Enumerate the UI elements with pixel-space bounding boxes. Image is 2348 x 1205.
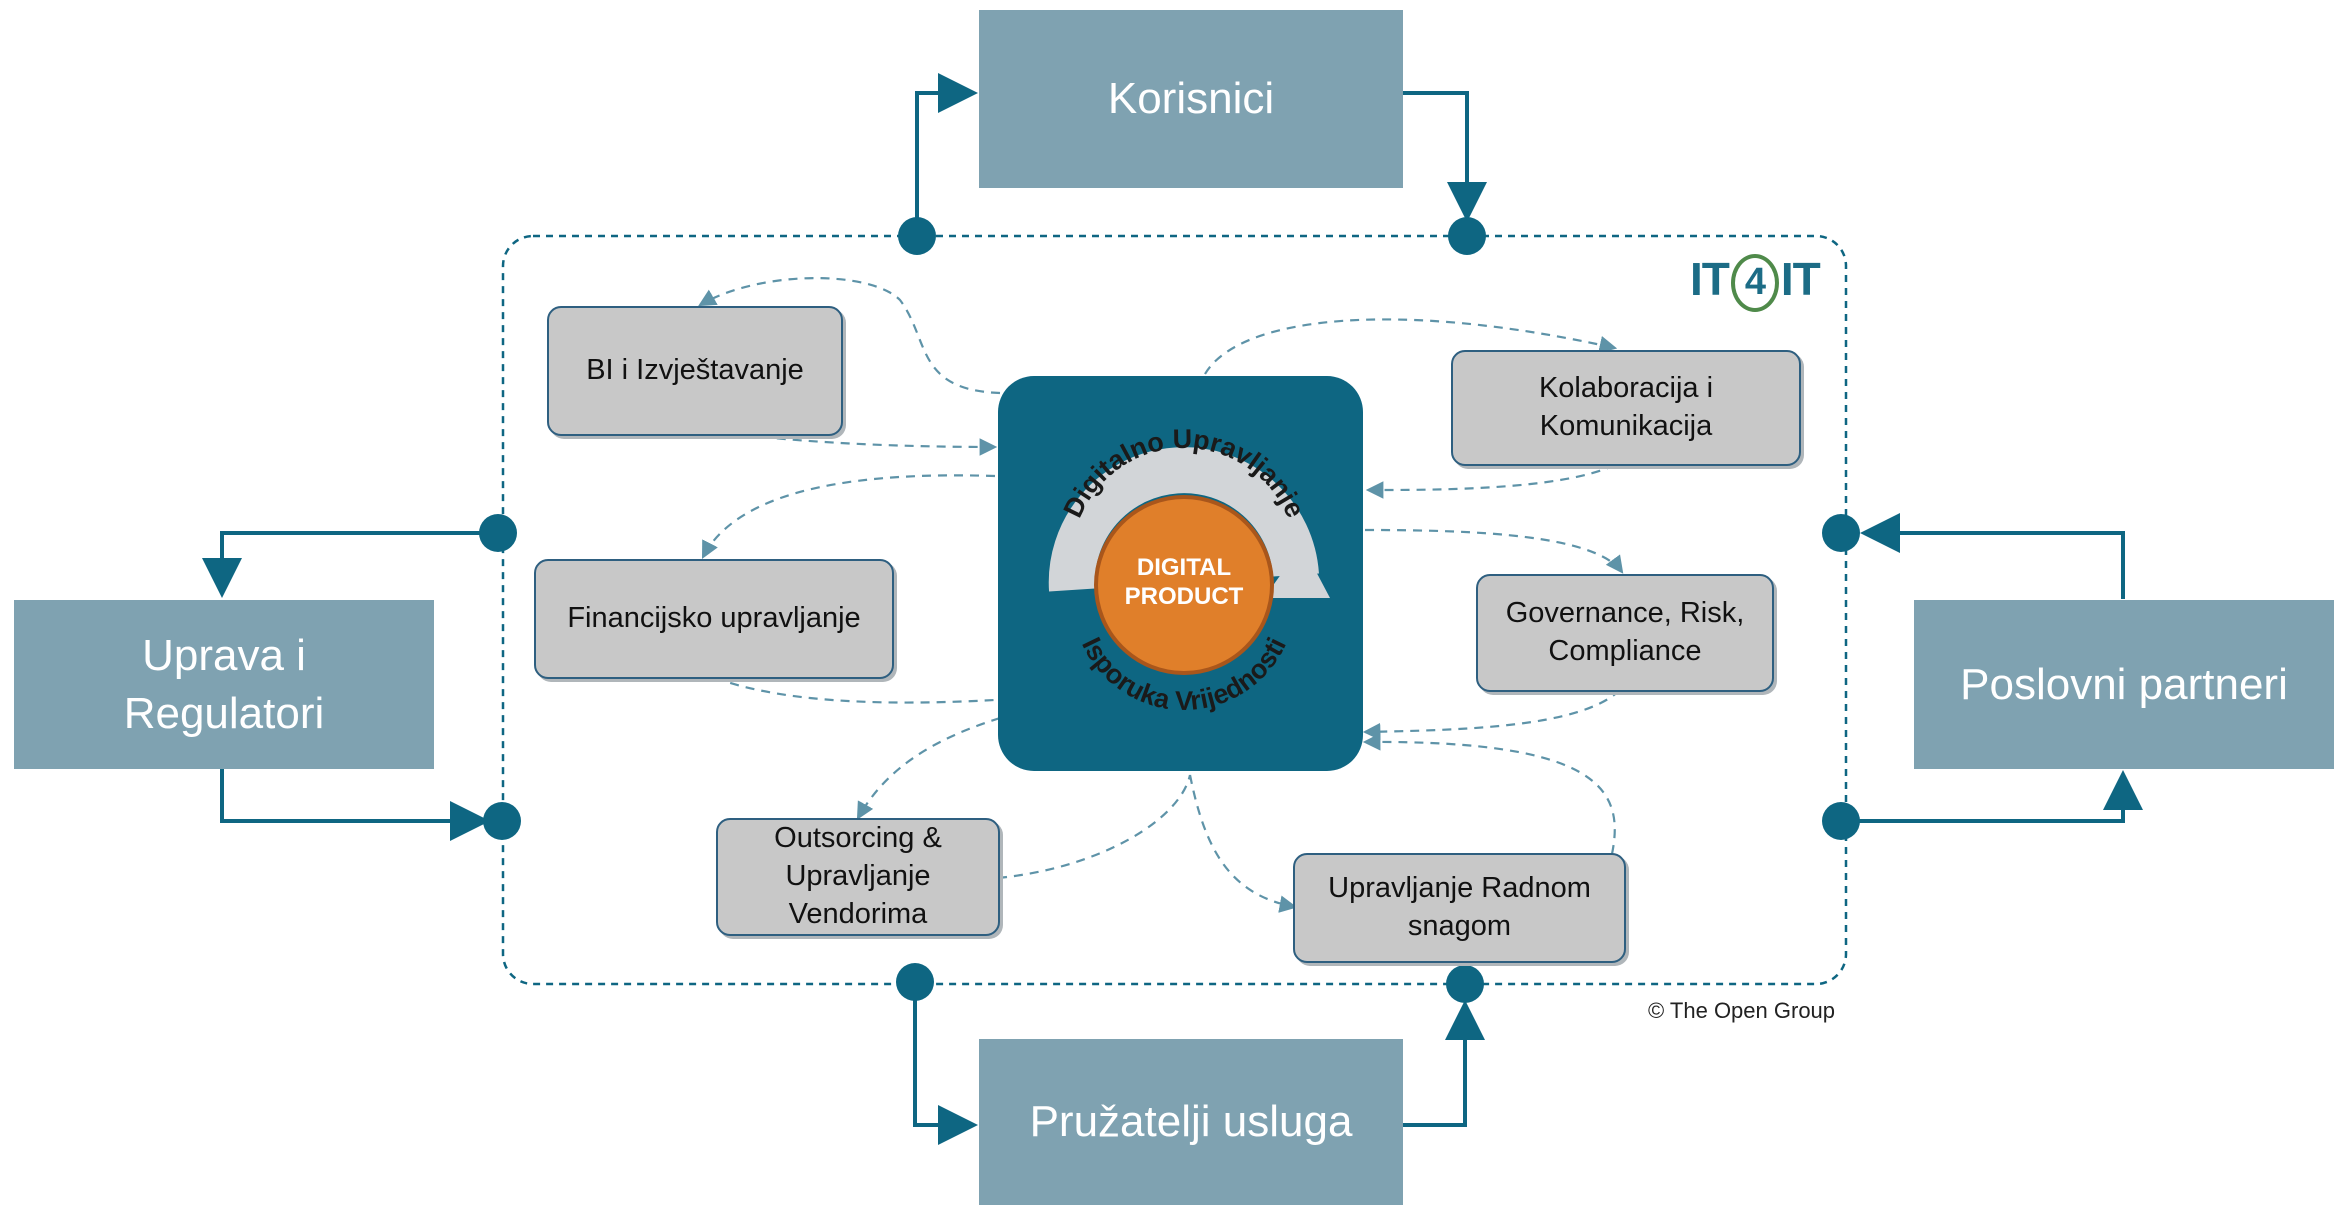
it4it-logo: IT 4 IT xyxy=(1690,252,1821,312)
connector-bottom-out xyxy=(913,984,978,1145)
function-governance-risk-compliance: Governance, Risk, Compliance xyxy=(1476,574,1774,692)
function-label: Governance, Risk, Compliance xyxy=(1505,597,1745,667)
stakeholder-label: Poslovni partneri xyxy=(1960,659,2288,709)
relation-workforce-to-core xyxy=(1362,733,1616,855)
relation-core-to-finance xyxy=(701,474,996,559)
logo-text-left: IT xyxy=(1690,253,1730,305)
relation-outsourcing-to-core xyxy=(997,774,1192,880)
port-dot xyxy=(1448,217,1486,255)
port-dot xyxy=(1822,802,1860,840)
port-dot xyxy=(896,963,934,1001)
port-dot xyxy=(483,802,521,840)
port-dot xyxy=(479,514,517,552)
connector-top-out xyxy=(915,73,978,236)
stakeholder-label: Pružatelji usluga xyxy=(1029,1097,1353,1147)
function-kolaboracija-komunikacija: Kolaboracija i Komunikacija xyxy=(1451,350,1801,466)
port-dot xyxy=(898,217,936,255)
function-financijsko-upravljanje: Financijsko upravljanje xyxy=(534,559,894,679)
relation-core-to-workforce xyxy=(1188,774,1298,913)
stakeholder-pruzatelji-usluga: Pružatelji usluga xyxy=(979,1039,1403,1205)
port-dot xyxy=(1446,965,1484,1003)
connector-bottom-in xyxy=(1402,1000,1485,1127)
relation-core-to-collab xyxy=(1204,318,1618,375)
connector-left-out xyxy=(202,531,503,598)
function-bi-izvjestavanje: BI i Izvještavanje xyxy=(547,306,843,436)
relation-bi-to-core xyxy=(744,433,998,456)
logo-ring-icon: 4 xyxy=(1730,253,1779,312)
function-label: BI i Izvještavanje xyxy=(586,354,804,387)
boundary-frame xyxy=(501,234,1848,986)
function-label: Outsorcing & Upravljanje Vendorima xyxy=(774,822,942,930)
stakeholder-uprava-regulatori: Uprava i Regulatori xyxy=(14,600,434,769)
connector-top-in xyxy=(1402,91,1487,222)
logo-text-right: IT xyxy=(1780,253,1821,305)
function-upravljanje-radnom-snagom: Upravljanje Radnom snagom xyxy=(1293,853,1626,963)
stakeholder-poslovni-partneri: Poslovni partneri xyxy=(1914,600,2334,769)
function-label: Kolaboracija i Komunikacija xyxy=(1538,372,1714,442)
connector-right-in xyxy=(1860,513,2125,599)
function-label: Financijsko upravljanje xyxy=(567,602,861,635)
function-outsourcing-vendori: Outsorcing & Upravljanje Vendorima xyxy=(716,818,1000,936)
relation-finance-to-core xyxy=(714,676,996,704)
core-digital-product-block xyxy=(998,376,1363,771)
relation-core-to-outsourcing xyxy=(856,716,1001,820)
logo-text-middle: 4 xyxy=(1744,260,1766,303)
relation-core-to-bi xyxy=(698,277,1001,395)
function-label: Upravljanje Radnom snagom xyxy=(1328,872,1591,942)
copyright-notice: © The Open Group xyxy=(1648,998,1836,1023)
relation-governance-to-core xyxy=(1362,689,1621,741)
stakeholder-label: Korisnici xyxy=(1107,74,1275,124)
relation-core-to-governance xyxy=(1364,528,1624,574)
stakeholder-korisnici: Korisnici xyxy=(979,10,1403,188)
relation-collab-to-core xyxy=(1365,463,1616,499)
connector-left-in xyxy=(220,769,490,841)
port-dot xyxy=(1822,514,1860,552)
stakeholder-label: Uprava i Regulatori xyxy=(123,631,325,738)
connector-right-out xyxy=(1842,770,2143,823)
